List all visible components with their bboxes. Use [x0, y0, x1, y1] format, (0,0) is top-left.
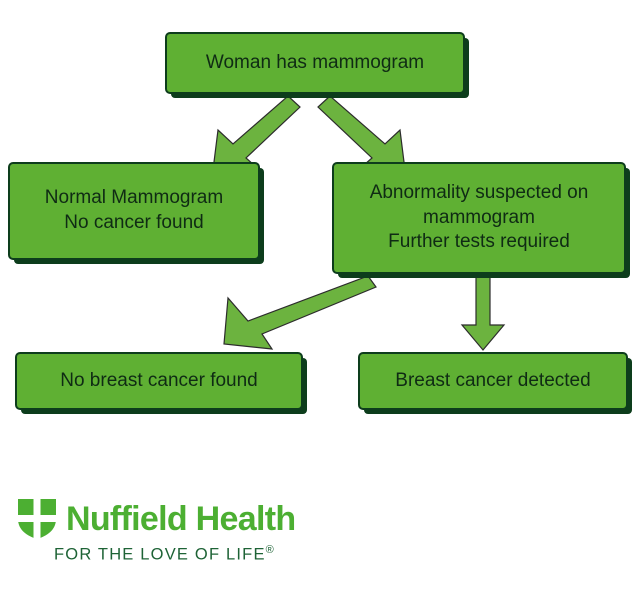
nuffield-health-logo: Nuffield Health FOR THE LOVE OF LIFE® [18, 498, 318, 568]
logo-tagline-text: FOR THE LOVE OF LIFE [54, 545, 266, 564]
node-label: No breast cancer found [60, 369, 258, 391]
node-breast-cancer-detected: Breast cancer detected [358, 352, 628, 410]
node-label: Normal Mammogram No cancer found [44, 187, 224, 233]
node-no-breast-cancer-found: No breast cancer found [15, 352, 303, 410]
node-label: Breast cancer detected [395, 369, 591, 391]
logo-wordmark: Nuffield Health [66, 500, 296, 538]
node-abnormality-suspected: Abnormality suspected on mammogram Furth… [332, 162, 626, 274]
node-normal-mammogram: Normal Mammogram No cancer found [8, 162, 260, 260]
node-label: Abnormality suspected on mammogram Furth… [369, 181, 589, 253]
node-woman-has-mammogram: Woman has mammogram [165, 32, 465, 94]
logo-tagline: FOR THE LOVE OF LIFE® [54, 544, 318, 565]
node-label: Woman has mammogram [205, 51, 425, 73]
registered-trademark-mark: ® [265, 544, 275, 556]
logo-row: Nuffield Health [18, 498, 318, 540]
shield-cross-icon [18, 499, 56, 539]
arrow-abnormal-to-nocancer [223, 275, 377, 350]
arrow-abnormal-to-detected [460, 275, 506, 351]
